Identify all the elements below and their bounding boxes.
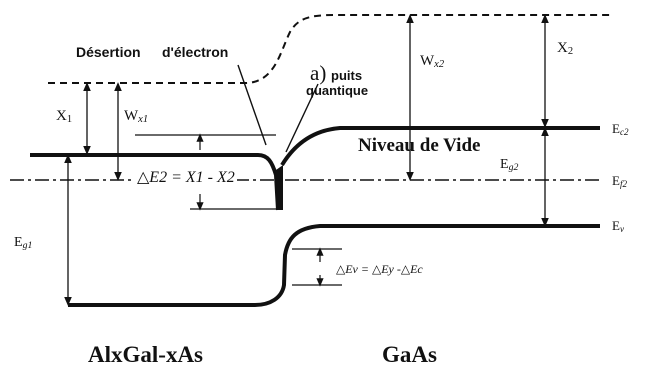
conduction-band-right [280,126,600,167]
label-eg1: Eg1 [14,235,33,251]
label-delta-e2: △E2 = X1 - X2 [135,169,237,186]
label-wx2: Wx2 [420,53,445,70]
label-electron: d'électron [162,44,229,60]
label-eg2: Eg2 [500,157,519,173]
vacuum-level-line [48,14,610,84]
label-a-marker: a) [310,61,327,85]
label-left-material: AlxGal-xAs [88,342,203,367]
label-x2: X2 [557,40,574,57]
label-desertion: Désertion [76,44,141,60]
label-ev: Ev [612,218,624,234]
label-ec2: Ec2 [612,121,629,137]
label-quantique: quantique [306,83,369,98]
label-puits: puits [331,68,363,83]
conduction-band-left [30,153,280,211]
valence-band [68,224,600,307]
label-x1: X1 [56,108,73,125]
label-ef2: Ef2 [612,173,628,189]
pointer-electron-depletion [237,64,267,146]
label-wx1: Wx1 [124,108,149,125]
label-niveau-de-vide: Niveau de Vide [358,135,481,156]
label-delta-ev: △Ev = △Ey -△Ec [336,262,423,276]
label-right-material: GaAs [382,342,437,367]
pointer-quantum-well [285,83,319,153]
quantum-well-fill [276,165,283,210]
